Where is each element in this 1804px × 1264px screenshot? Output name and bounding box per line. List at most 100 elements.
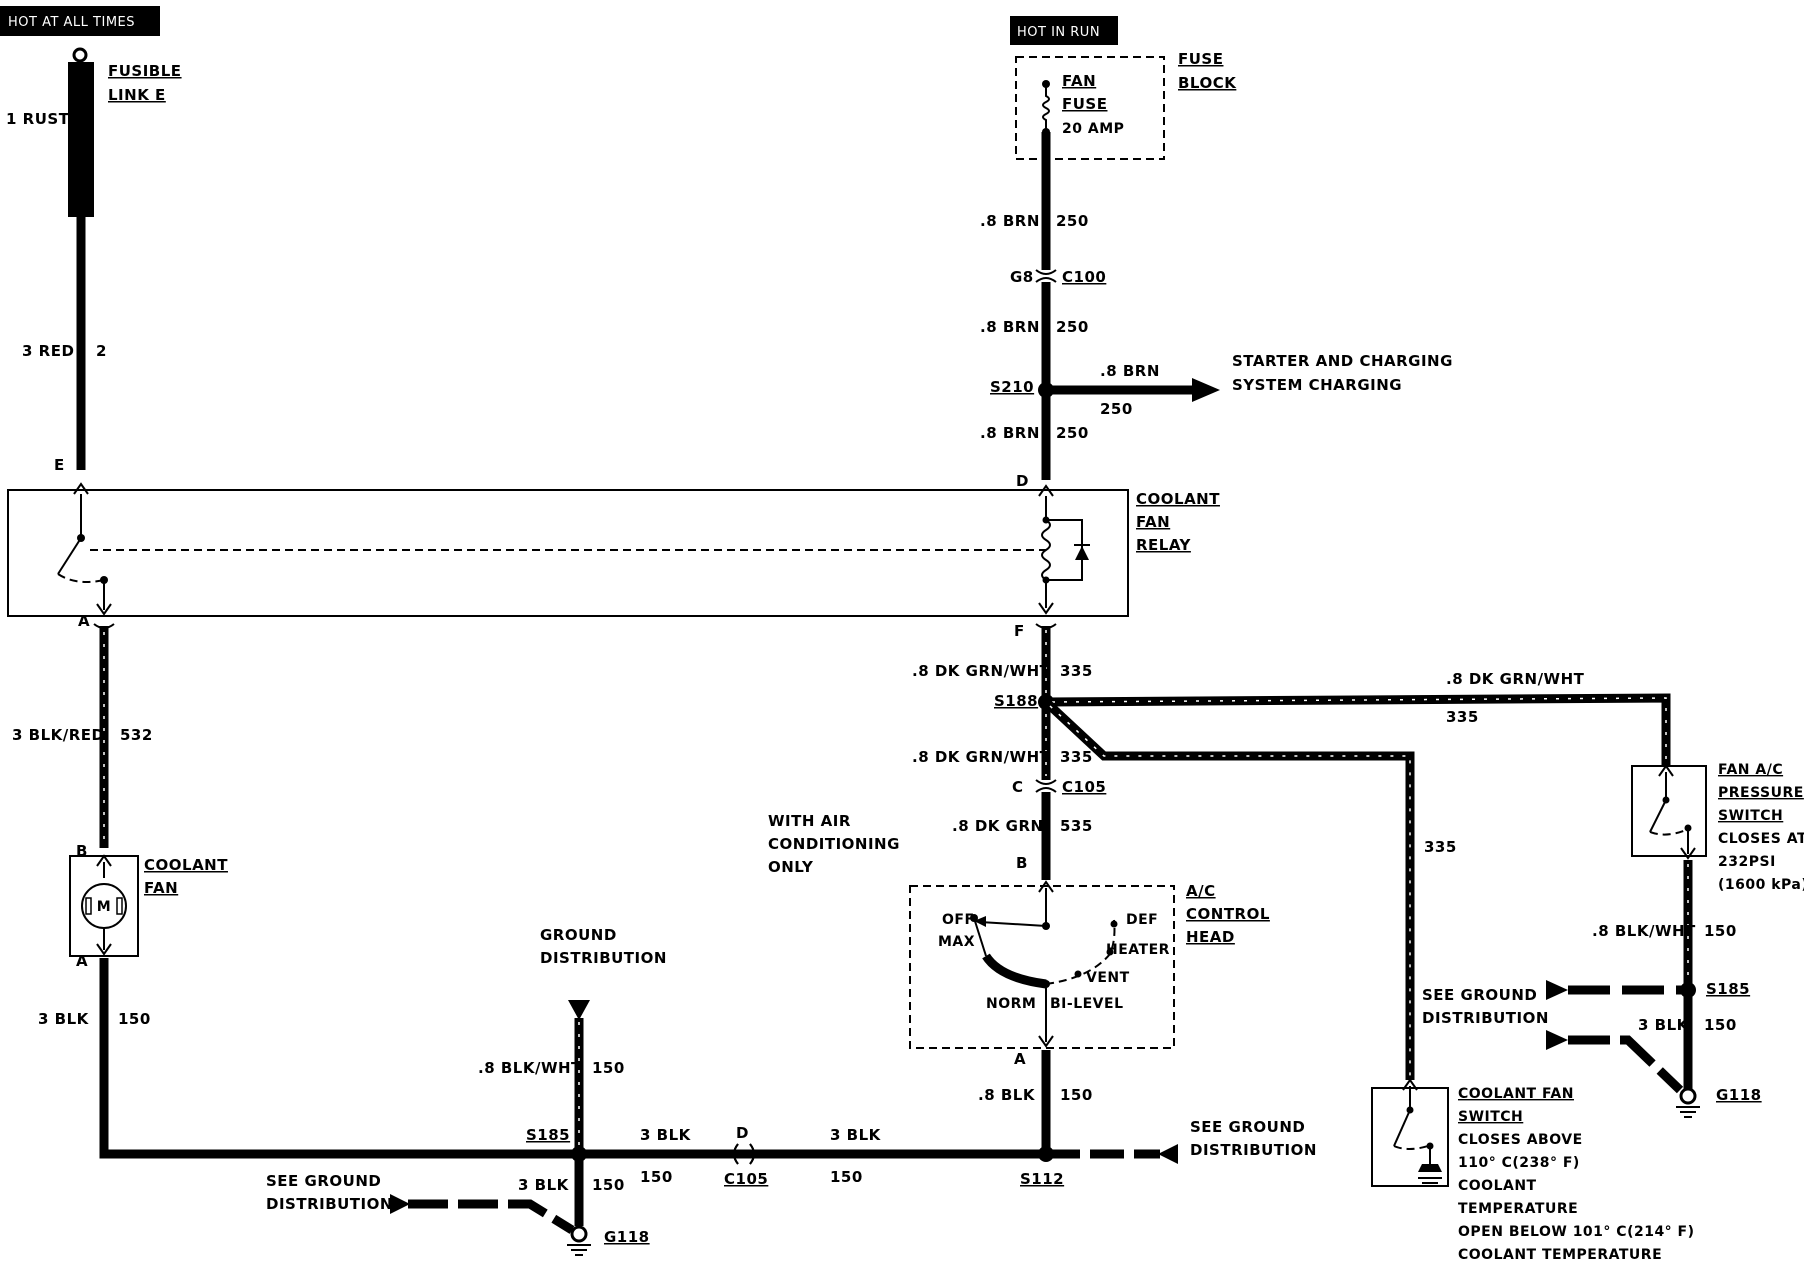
relay-pin-e: E: [54, 456, 65, 474]
ac-head-heater-dot: [1106, 948, 1114, 956]
fan-motor-symbol: M: [97, 899, 111, 915]
wire-blk-ground-label: 3 BLK: [518, 1176, 570, 1194]
wire-grnwht2-circuit: 335: [1060, 748, 1093, 766]
pressure-switch-3: SWITCH: [1718, 808, 1783, 824]
c100-connector: [1035, 269, 1057, 283]
see-ground-left-2: DISTRIBUTION: [266, 1195, 393, 1213]
wire-blk-ground-circuit: 150: [592, 1176, 625, 1194]
wire-blk-head-label: .8 BLK: [978, 1086, 1036, 1104]
fuse-block-title-1: FUSE: [1178, 50, 1223, 68]
ground-dist-top-arrow: [568, 1000, 590, 1020]
wire-grnwht-right-circuit: 335: [1446, 708, 1479, 726]
wire-blkred-label: 3 BLK/RED: [12, 726, 105, 744]
s185-right-label: S185: [1706, 980, 1750, 998]
relay-switch-swing: [57, 573, 105, 583]
pressure-switch-bottom-terminal: [1680, 847, 1696, 860]
relay-title-3: RELAY: [1136, 536, 1192, 554]
fusible-link-wire: 1 RUST: [6, 110, 70, 128]
fusible-link-terminal: [72, 47, 88, 63]
ac-control-head-box: [909, 885, 1175, 1049]
wire-blk-right: [1568, 1035, 1684, 1094]
fusible-link-name-2: LINK E: [108, 86, 166, 104]
fusible-link-name-1: FUSIBLE: [108, 62, 182, 80]
relay-coil: [1041, 519, 1051, 581]
pressure-switch-blade: [1649, 799, 1667, 833]
c105-top-label: C105: [1062, 778, 1106, 796]
fuse-name-2: FUSE: [1062, 95, 1107, 113]
ac-head-vent: VENT: [1086, 970, 1130, 986]
coolant-fan-relay-box: [7, 489, 1129, 617]
relay-pin-f: F: [1014, 622, 1025, 640]
g118-right-ground-icon: [1676, 1106, 1700, 1118]
see-ground-left-1: SEE GROUND: [266, 1172, 381, 1190]
hot-in-run-label: HOT IN RUN: [1017, 25, 1100, 40]
ac-head-norm: NORM: [986, 996, 1036, 1012]
ac-head-active-arc: [982, 953, 1047, 989]
g8-pin: G8: [1010, 268, 1034, 286]
wire-blk-fan-ground: [99, 958, 1046, 1159]
coolant-switch-1: COOLANT FAN: [1458, 1086, 1574, 1102]
coolant-fan-title-1: COOLANT: [144, 856, 228, 874]
s112-label: S112: [1020, 1170, 1064, 1188]
wire-blkwht-mid-circuit: 150: [592, 1059, 625, 1077]
starter-label-1: STARTER AND CHARGING: [1232, 352, 1453, 370]
coolant-fan-pin-a: A: [76, 952, 88, 970]
wire-blk-fan-circuit: 150: [118, 1010, 151, 1028]
wire-red-label: 3 RED: [22, 342, 74, 360]
coolant-switch-4: 110° C(238° F): [1458, 1155, 1580, 1171]
wire-blkwht-mid-label: .8 BLK/WHT: [478, 1059, 582, 1077]
s188-label: S188: [994, 692, 1038, 710]
wire-see-ground-left: [408, 1199, 575, 1234]
wire-brn2-circuit: 250: [1056, 318, 1089, 336]
ac-head-vent-dot: [1074, 970, 1082, 978]
s185-mid-label: S185: [526, 1126, 570, 1144]
wire-brn1-label: .8 BRN: [980, 212, 1040, 230]
see-ground-left-arrow: [390, 1194, 410, 1214]
wire-brn-branch-label: .8 BRN: [1100, 362, 1160, 380]
wire-blkred-circuit: 532: [120, 726, 153, 744]
ac-note-3: ONLY: [768, 858, 814, 876]
pressure-switch-top-terminal: [1658, 764, 1674, 777]
relay-title-2: FAN: [1136, 513, 1170, 531]
coolant-switch-blade: [1393, 1109, 1411, 1147]
fuse-element: [1042, 84, 1050, 132]
blk-right-arrow: [1546, 1030, 1568, 1050]
hot-at-all-times-tag: [0, 6, 160, 36]
g118-bottom-label: G118: [604, 1228, 650, 1246]
coolant-switch-7: OPEN BELOW 101° C(214° F): [1458, 1224, 1695, 1240]
wire-grnwht1-circuit: 335: [1060, 662, 1093, 680]
fan-b-terminal: [96, 854, 112, 867]
starter-label-2: SYSTEM CHARGING: [1232, 376, 1402, 394]
see-ground-far-right-arrow: [1546, 980, 1568, 1000]
relay-pin-a: A: [78, 612, 90, 630]
pressure-switch-1: FAN A/C: [1718, 762, 1783, 778]
wire-dkgrn-label: .8 DK GRN: [952, 817, 1044, 835]
fusible-link-body: [68, 62, 94, 217]
starter-arrow: [1192, 378, 1220, 402]
ac-head-off: OFF: [942, 912, 975, 928]
coolant-switch-2: SWITCH: [1458, 1109, 1523, 1125]
ac-head-def-dot: [1110, 920, 1118, 928]
ac-head-bilevel: BI-LEVEL: [1050, 996, 1124, 1012]
fuse-rating: 20 AMP: [1062, 121, 1124, 137]
ac-head-selector-arrow: [974, 916, 986, 927]
wire-blk-head-circuit: 150: [1060, 1086, 1093, 1104]
pressure-switch-6: (1600 kPa): [1718, 877, 1804, 893]
wire-335-mid-circuit: 335: [1424, 838, 1457, 856]
g118-right-terminal: [1679, 1087, 1697, 1105]
c100-label: C100: [1062, 268, 1106, 286]
c105-bottom-connector-marks: [733, 1143, 755, 1165]
see-ground-far-right-2: DISTRIBUTION: [1422, 1009, 1549, 1027]
ac-head-pin-b: B: [1016, 854, 1028, 872]
coolant-switch-3: CLOSES ABOVE: [1458, 1132, 1583, 1148]
g118-bottom-ground-icon: [567, 1244, 591, 1256]
see-ground-right-2: DISTRIBUTION: [1190, 1141, 1317, 1159]
wire-brn-branch-circuit: 250: [1100, 400, 1133, 418]
s210-label: S210: [990, 378, 1034, 396]
wire-blk-bottom2-label: 3 BLK: [830, 1126, 882, 1144]
coolant-switch-6: TEMPERATURE: [1458, 1201, 1578, 1217]
ac-head-a-terminal: [1038, 1035, 1054, 1048]
ground-dist-top-1: GROUND: [540, 926, 617, 944]
wire-blk-fan-label: 3 BLK: [38, 1010, 90, 1028]
coolant-switch-ground-icon: [1418, 1177, 1442, 1184]
